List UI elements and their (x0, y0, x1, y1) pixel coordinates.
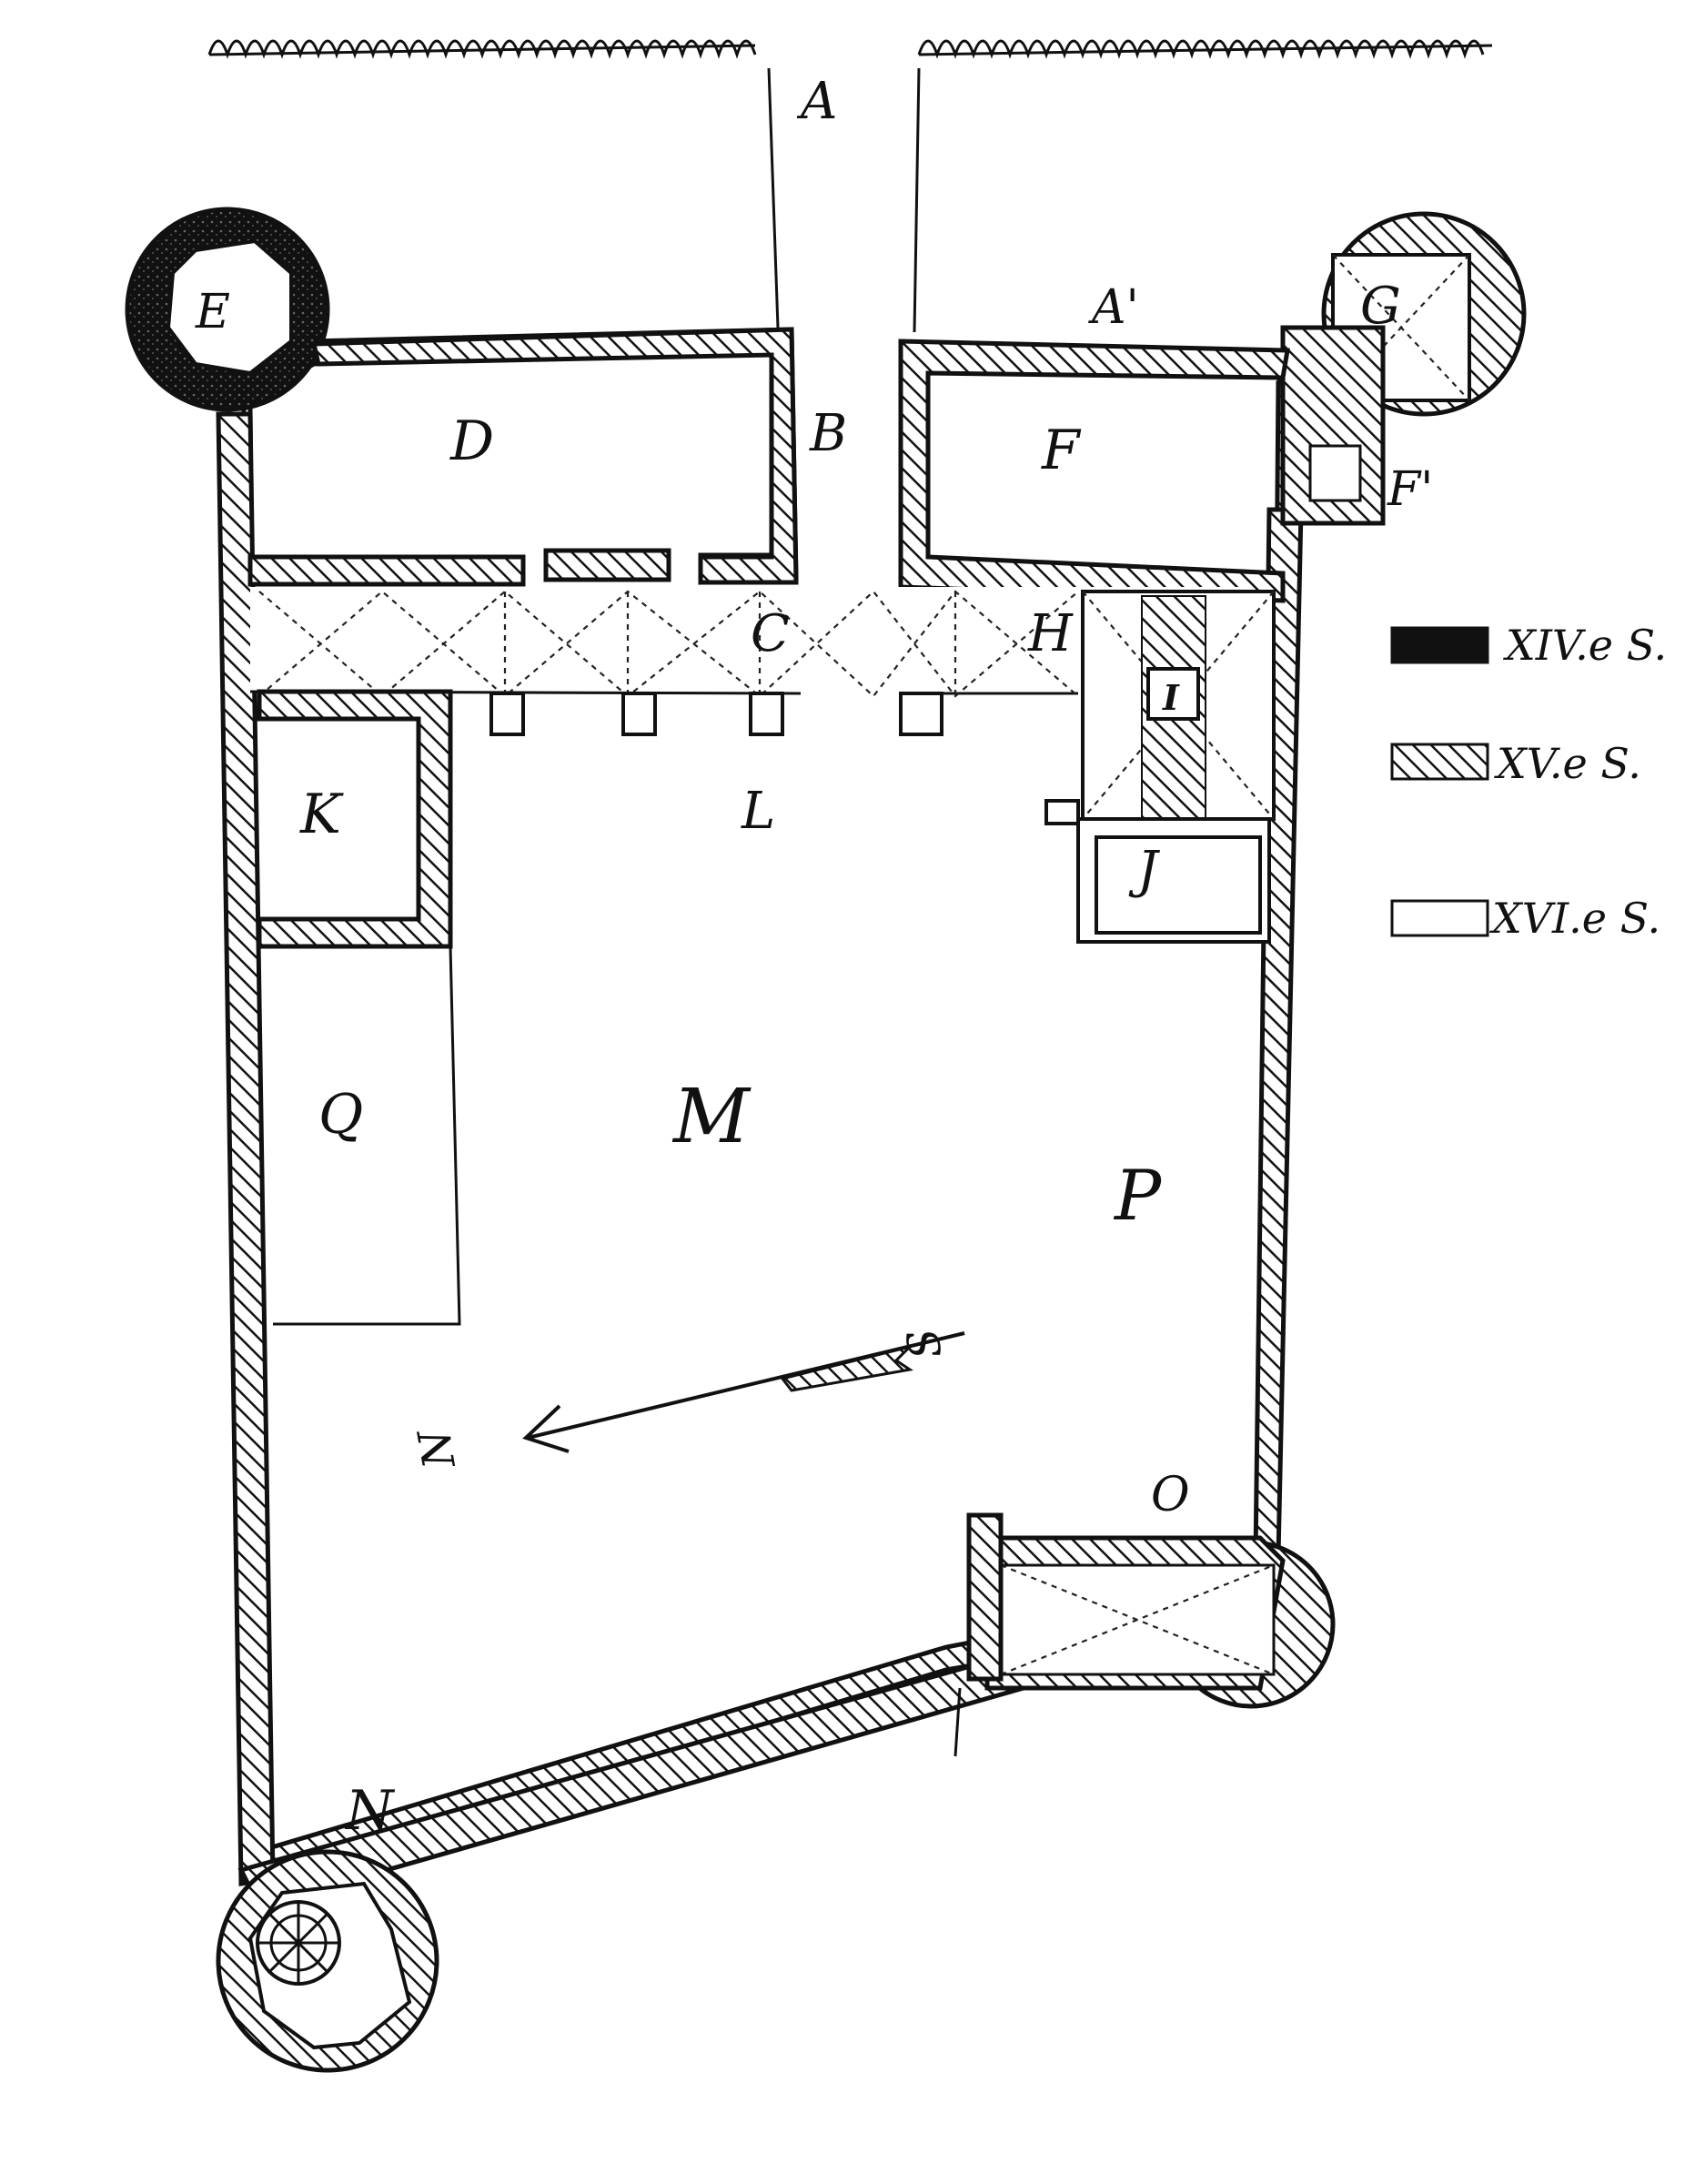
tower-n (216, 1849, 439, 2073)
compass-north-label: N (409, 1424, 466, 1473)
legend-swatch-xv (1390, 743, 1489, 781)
spiral-stair-icon (257, 1902, 339, 1984)
entrance-line-right (913, 67, 921, 333)
label-i: I (1162, 677, 1180, 718)
room-k (257, 689, 453, 949)
hedge-right (917, 39, 1493, 59)
label-h: H (1027, 604, 1074, 663)
stair-h (1081, 590, 1276, 821)
north-arrow-icon (522, 1331, 965, 1453)
tower-o (953, 1512, 1336, 1757)
tower-e (125, 207, 330, 412)
label-k: K (299, 783, 344, 846)
label-a: A (796, 72, 837, 131)
legend-label-xv: XV.e S. (1494, 739, 1641, 788)
label-n: N (344, 1779, 396, 1843)
label-f: F (1041, 419, 1082, 482)
label-a-prime: A' (1088, 280, 1139, 335)
label-g: G (1360, 277, 1401, 336)
label-f-prime: F' (1387, 462, 1433, 517)
label-o: O (1151, 1468, 1190, 1522)
compass-south-label: S (897, 1325, 953, 1363)
tower-g (1280, 211, 1527, 526)
room-q (273, 945, 461, 1326)
label-d: D (449, 410, 494, 473)
room-f (898, 339, 1290, 603)
label-l: L (741, 782, 775, 841)
legend-label-xvi: XVI.e S. (1489, 894, 1660, 943)
label-p: P (1113, 1155, 1163, 1236)
hedge-left (207, 39, 757, 59)
label-b: B (809, 404, 847, 463)
label-e: E (195, 285, 230, 339)
entrance-line-left (767, 67, 780, 329)
room-j (1044, 799, 1271, 944)
label-m: M (671, 1074, 752, 1160)
legend-label-xiv: XIV.e S. (1503, 621, 1667, 670)
legend-swatch-xvi (1390, 899, 1489, 937)
legend-swatch-xiv (1390, 626, 1489, 664)
legend: XIV.e S. XV.e S. XVI.e S. (1390, 621, 1667, 943)
label-c: C (751, 604, 790, 663)
label-q: Q (318, 1083, 363, 1147)
room-d (247, 327, 799, 587)
